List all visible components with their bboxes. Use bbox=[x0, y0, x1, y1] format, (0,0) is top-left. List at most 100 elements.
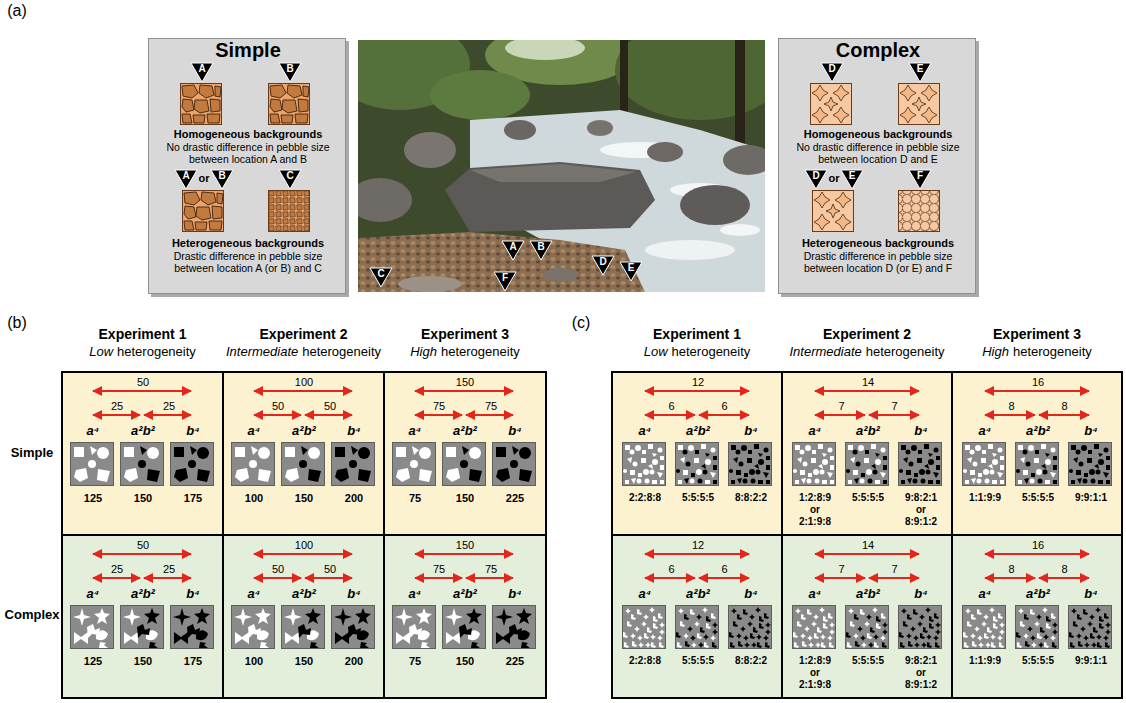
stimulus-image bbox=[493, 443, 536, 486]
luminance-value: 125 bbox=[84, 492, 102, 505]
stimulus-label: a⁴ bbox=[809, 587, 822, 602]
marker-letter: B bbox=[286, 63, 293, 74]
luminance-value: 100 bbox=[245, 492, 263, 505]
luminance-value: 225 bbox=[506, 655, 524, 668]
distance-value: 25 bbox=[111, 400, 123, 413]
distance-arrow bbox=[985, 414, 1035, 416]
stimulus-image bbox=[71, 443, 1112, 649]
location-marker: E bbox=[841, 170, 863, 189]
location-marker: D bbox=[592, 256, 614, 275]
heterogeneity-level: High bbox=[410, 345, 437, 360]
stream-photo bbox=[645, 240, 735, 260]
header-line: Lowheterogeneity bbox=[644, 345, 751, 360]
luminance-value: 175 bbox=[184, 655, 202, 668]
stimulus-image bbox=[963, 606, 1006, 649]
stream-photo bbox=[358, 232, 645, 292]
distance-value: 6 bbox=[721, 400, 727, 413]
marker-triangle bbox=[279, 63, 301, 82]
luminance-value: 150 bbox=[456, 492, 474, 505]
distance-value: 14 bbox=[862, 376, 874, 389]
stimulus-label: a⁴ bbox=[409, 587, 422, 602]
header-line: Intermediateheterogeneity bbox=[789, 345, 944, 360]
ratio-value: 8:8:2:2 bbox=[735, 492, 767, 504]
stimulus-label: a⁴ bbox=[409, 424, 422, 439]
luminance-value: 150 bbox=[456, 655, 474, 668]
header-line: Lowheterogeneity bbox=[89, 345, 196, 360]
location-marker: B bbox=[279, 63, 301, 82]
distance-value: 100 bbox=[295, 539, 313, 552]
stimulus-label: b⁴ bbox=[347, 424, 360, 439]
luminance-value: 100 bbox=[245, 655, 263, 668]
location-marker: A bbox=[502, 241, 524, 260]
marker-triangle bbox=[370, 268, 392, 287]
ratio-value: 9:8:2:1 or 8:9:1:2 bbox=[905, 492, 937, 528]
stimulus-label: a²b² bbox=[292, 424, 316, 439]
distance-arrow bbox=[254, 414, 301, 416]
location-marker: F bbox=[909, 170, 931, 189]
stimulus-image bbox=[846, 443, 889, 486]
marker-letter: E bbox=[628, 262, 635, 273]
distance-arrow bbox=[645, 553, 749, 555]
marker-letter: A bbox=[182, 170, 189, 181]
stimulus-cell: 1507575a⁴a²b²b⁴75150225 bbox=[384, 535, 546, 698]
stimulus-cell: 502525a⁴a²b²b⁴125150175 bbox=[62, 372, 223, 535]
stimulus-image bbox=[729, 443, 772, 486]
heterogeneity-level: Intermediate bbox=[226, 345, 298, 360]
row-label: Simple bbox=[11, 446, 54, 461]
stimulus-image bbox=[71, 443, 114, 486]
stimulus-label: b⁴ bbox=[914, 424, 927, 439]
experiment-title: Experiment 2 bbox=[260, 326, 348, 342]
marker-triangle bbox=[530, 241, 552, 260]
background-icon bbox=[269, 84, 310, 125]
stimulus-image bbox=[393, 443, 436, 486]
distance-arrow bbox=[254, 390, 352, 392]
distance-value: 50 bbox=[324, 563, 336, 576]
distance-arrow bbox=[93, 414, 140, 416]
stimulus-cell: 1688a⁴a²b²b⁴1:1:9:95:5:5:59:9:1:1 bbox=[952, 535, 1122, 698]
location-marker: F bbox=[494, 272, 516, 291]
stimulus-cell: 1266a⁴a²b²b⁴2:2:8:85:5:5:58:8:2:2 bbox=[612, 535, 782, 698]
marker-letter: E bbox=[849, 170, 856, 181]
stimulus-label: a²b² bbox=[856, 587, 880, 602]
distance-arrow bbox=[815, 577, 865, 579]
table-background bbox=[62, 535, 546, 698]
location-marker: B bbox=[530, 241, 552, 260]
distance-arrow bbox=[415, 577, 462, 579]
distance-arrow bbox=[1039, 414, 1089, 416]
distance-value: 50 bbox=[137, 376, 149, 389]
location-marker: A bbox=[175, 170, 197, 189]
stimulus-image bbox=[332, 606, 375, 649]
heterogeneity-label: heterogeneity bbox=[866, 345, 945, 360]
stream-photo bbox=[542, 268, 578, 282]
distance-value: 7 bbox=[891, 563, 897, 576]
marker-triangle bbox=[909, 170, 931, 189]
distance-arrow bbox=[415, 553, 513, 555]
stream-photo bbox=[358, 178, 412, 222]
stimulus-cell: 1477a⁴a²b²b⁴1:2:8:9 or 2:1:9:85:5:5:59:8… bbox=[782, 535, 952, 698]
stimulus-image bbox=[171, 443, 214, 486]
stimulus-label: b⁴ bbox=[347, 587, 360, 602]
stimulus-label: a²b² bbox=[453, 587, 477, 602]
heterogeneity-level: High bbox=[982, 345, 1009, 360]
distance-value: 7 bbox=[891, 400, 897, 413]
stimulus-label: b⁴ bbox=[508, 424, 521, 439]
stream-photo bbox=[680, 185, 750, 225]
info-panel: ComplexHomogeneous backgroundsNo drastic… bbox=[778, 38, 976, 294]
header-line: Highheterogeneity bbox=[982, 345, 1092, 360]
table-background bbox=[612, 372, 1122, 698]
distance-value: 14 bbox=[862, 539, 874, 552]
distance-arrow bbox=[815, 390, 919, 392]
distance-value: 8 bbox=[1061, 563, 1067, 576]
stimulus-label: a²b² bbox=[1026, 424, 1050, 439]
ratio-value: 5:5:5:5 bbox=[852, 492, 884, 504]
marker-letter: B bbox=[218, 170, 225, 181]
table-background bbox=[62, 372, 546, 698]
stimulus-image bbox=[332, 443, 375, 486]
stimulus-image bbox=[121, 606, 164, 649]
location-marker: E bbox=[620, 262, 642, 281]
stimulus-image bbox=[121, 443, 164, 486]
stimulus-label: b⁴ bbox=[914, 587, 927, 602]
heterogeneity-level: Low bbox=[89, 345, 113, 360]
stimulus-label: a⁴ bbox=[248, 424, 261, 439]
distance-arrow bbox=[985, 390, 1089, 392]
